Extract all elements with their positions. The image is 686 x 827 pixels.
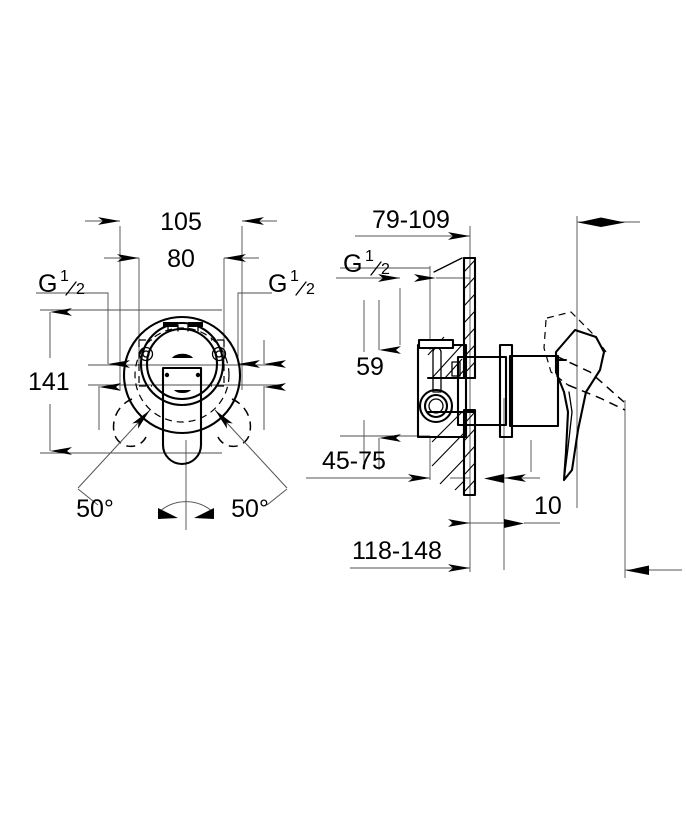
angle-dimension-right: 50° <box>214 409 288 523</box>
thread-label-side-g: G <box>343 250 362 278</box>
wall-hatching-upper <box>463 259 476 375</box>
dim-10: 10 <box>448 474 562 528</box>
dim-141: 141 <box>28 308 72 455</box>
thread-label-left: G 1 2 <box>38 268 85 298</box>
thread-label-right-numerator: 1 <box>290 268 299 285</box>
valve-body <box>416 338 568 439</box>
angle-dimension-left: 50° <box>76 409 151 523</box>
angle-center-arc <box>157 501 215 519</box>
thread-label-side-numerator: 1 <box>365 248 374 265</box>
thread-label-side-denominator: 2 <box>381 261 390 278</box>
thread-label-right: G 1 2 <box>268 268 315 298</box>
front-view: 105 80 G 1 2 G 1 2 141 <box>28 208 315 530</box>
dim-79-109: 79-109 <box>355 206 470 240</box>
dim-80-label: 80 <box>167 245 195 273</box>
dim-59-label: 59 <box>356 353 384 381</box>
dim-118-148: 118-148 <box>350 537 470 572</box>
dim-45-75-label: 45-75 <box>322 447 386 475</box>
side-section-view: 79-109 G 1 2 59 45-75 <box>306 206 682 578</box>
thread-label-left-g: G <box>38 270 57 298</box>
thread-label-right-g: G <box>268 270 287 298</box>
side-view-extension-lines <box>340 216 626 578</box>
dim-105: 105 <box>85 208 277 236</box>
lever-handle <box>543 311 626 482</box>
dim-141-label: 141 <box>28 368 70 396</box>
dim-45-75: 45-75 <box>306 447 430 482</box>
dim-10-label: 10 <box>534 492 562 520</box>
dim-105-label: 105 <box>160 208 202 236</box>
thread-label-left-denominator: 2 <box>76 281 85 298</box>
dim-80: 80 <box>104 245 259 273</box>
thread-label-left-numerator: 1 <box>60 268 69 285</box>
front-view-inner-arrows <box>98 340 286 430</box>
dim-79-109-label: 79-109 <box>372 206 450 234</box>
angle-left-label: 50° <box>76 495 114 523</box>
thread-label-side: G 1 2 <box>343 248 390 278</box>
side-view-reference-arrows <box>577 217 682 575</box>
angle-right-label: 50° <box>231 495 269 523</box>
dim-59: 59 <box>356 300 401 470</box>
thread-label-right-denominator: 2 <box>306 281 315 298</box>
faucet-escutcheon <box>112 315 252 465</box>
dim-118-148-label: 118-148 <box>352 537 442 565</box>
